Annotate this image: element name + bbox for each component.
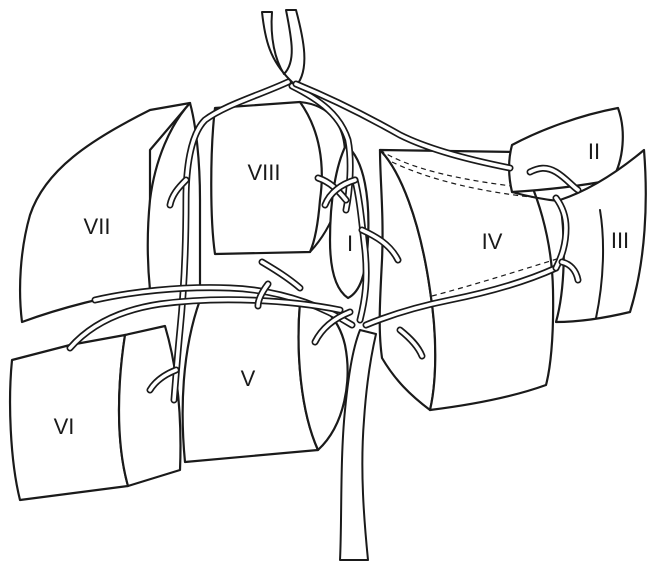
- label-segment-iii: III: [611, 228, 629, 253]
- label-segment-iv: IV: [482, 229, 503, 254]
- label-segment-i: I: [347, 231, 353, 256]
- label-segment-ii: II: [588, 139, 600, 164]
- label-segment-v: V: [241, 366, 256, 391]
- hepatic-vein-main: [262, 10, 304, 86]
- label-segment-vii: VII: [84, 214, 111, 239]
- label-segment-vi: VI: [54, 414, 75, 439]
- label-segment-viii: VIII: [247, 160, 280, 185]
- segment-vi-face: [119, 326, 180, 486]
